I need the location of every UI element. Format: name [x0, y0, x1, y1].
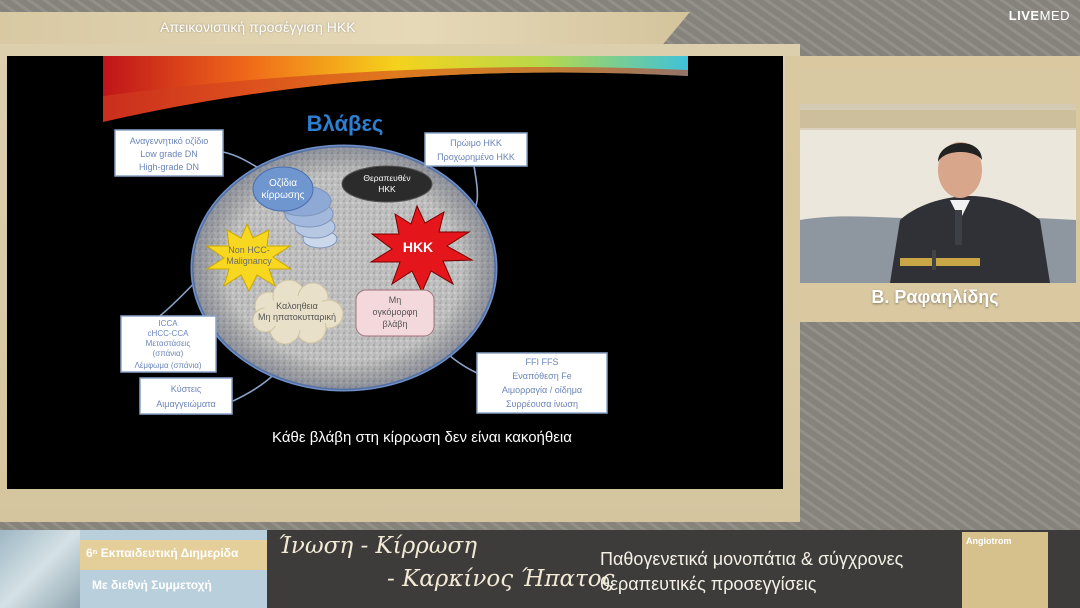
box-early-hcc: Πρώιμο ΗΚΚ Προχωρημένο ΗΚΚ: [424, 132, 528, 167]
box-regenerative: Αναγεννητικό οζίδιο Low grade DN High-gr…: [114, 129, 224, 177]
livemed-logo: LIVEMED: [1009, 8, 1070, 23]
slide-heading: Βλάβες: [307, 111, 384, 136]
non-tumor-label-2: ογκόμορφη: [372, 307, 417, 317]
bottom-left-artwork: [0, 530, 80, 608]
non-hcc-burst: [205, 222, 293, 293]
regen-1: Αναγεννητικό οζίδιο: [130, 136, 209, 146]
non-hcc-label-2: Malignancy: [226, 256, 272, 266]
event-box-top: [80, 540, 267, 570]
treated-hcc: [341, 165, 433, 203]
ic-1: ICCA: [158, 319, 178, 328]
cyst-1: Κύστεις: [171, 384, 202, 394]
ffi-2: Εναπόθεση Fe: [512, 371, 572, 381]
treated-label-2: ΗΚΚ: [378, 184, 396, 194]
ffi-1: FFI FFS: [526, 357, 559, 367]
rainbow-decoration: [103, 56, 688, 122]
ic-3: Μεταστάσεις: [146, 339, 191, 348]
cyst-2: Αιμαγγειώματα: [156, 399, 215, 409]
hcc-label: ΗΚΚ: [403, 239, 433, 255]
handwritten-line-2: - Καρκίνος Ήπατος: [387, 566, 615, 592]
sponsor-logo: [962, 532, 1048, 608]
cirrhosis-nodules: Οζίδια κίρρωσης: [252, 166, 338, 249]
ic-2: cHCC-CCA: [148, 329, 190, 338]
non-tumor-box: [355, 289, 435, 337]
non-hcc-label-1: Non HCC-: [228, 245, 270, 255]
ffi-4: Συρρέουσα ίνωση: [506, 399, 578, 409]
nodules-label-1: Οζίδια: [269, 177, 297, 189]
non-tumor-label-3: βλάβη: [383, 319, 408, 329]
sponsor-logo-text: Angiotrom: [966, 536, 1012, 546]
non-tumor-label-1: Μη: [389, 295, 402, 305]
lesion-diagram: Βλάβες Οζίδια κίρρωσης Θεραπευθέν ΗΚΚ: [114, 111, 608, 446]
ic-5: Λέμφωμα (σπάνια): [134, 361, 201, 370]
footer-subtitle-2: θεραπευτικές προσεγγίσεις: [600, 574, 817, 594]
speaker-video: [800, 70, 1076, 283]
slide-section-title: Απεικονιστική προσέγγιση ΗΚΚ: [160, 19, 356, 35]
speaker-figure: [800, 70, 1076, 283]
benign-label-2: Μη ηπατοκυτταρική: [258, 312, 336, 322]
treated-label-1: Θεραπευθέν: [363, 173, 410, 183]
footer-subtitle-1: Παθογενετικά μονοπάτια & σύγχρονες: [600, 549, 904, 569]
event-line-2: Με διεθνή Συμμετοχή: [92, 578, 212, 592]
handwritten-line-1: Ίνωση - Κίρρωση: [278, 533, 478, 559]
benign-cloud: Καλοηθεια Μη ηπατοκυτταρική: [252, 279, 344, 345]
logo-live: LIVE: [1008, 8, 1040, 23]
speaker-name: Β. Ραφαηλίδης: [871, 287, 999, 307]
regen-3: High-grade DN: [139, 162, 199, 172]
top-banner: [0, 12, 690, 45]
benign-label-1: Καλοηθεια: [276, 301, 318, 311]
box-intrahepatic: ICCA cHCC-CCA Μεταστάσεις (σπάνια) Λέμφω…: [120, 315, 217, 373]
early-2: Προχωρημένο ΗΚΚ: [437, 152, 515, 162]
ic-4: (σπάνια): [153, 349, 184, 358]
event-line-1: 6ⁿ Εκπαιδευτική Διημερίδα: [86, 546, 239, 560]
ffi-3: Αιμορραγία / οίδημα: [502, 385, 582, 395]
early-1: Πρώιμο ΗΚΚ: [450, 138, 502, 148]
logo-med: MED: [1039, 8, 1070, 23]
regen-2: Low grade DN: [140, 149, 198, 159]
nodules-label-2: κίρρωσης: [262, 189, 305, 201]
presentation-slide: Βλάβες Οζίδια κίρρωσης Θεραπευθέν ΗΚΚ: [7, 56, 783, 489]
slide-caption: Κάθε βλάβη στη κίρρωση δεν είναι κακοήθε…: [272, 429, 572, 446]
box-cysts: Κύστεις Αιμαγγειώματα: [139, 377, 233, 415]
box-ffi: FFI FFS Εναπόθεση Fe Αιμορραγία / οίδημα…: [476, 352, 608, 414]
